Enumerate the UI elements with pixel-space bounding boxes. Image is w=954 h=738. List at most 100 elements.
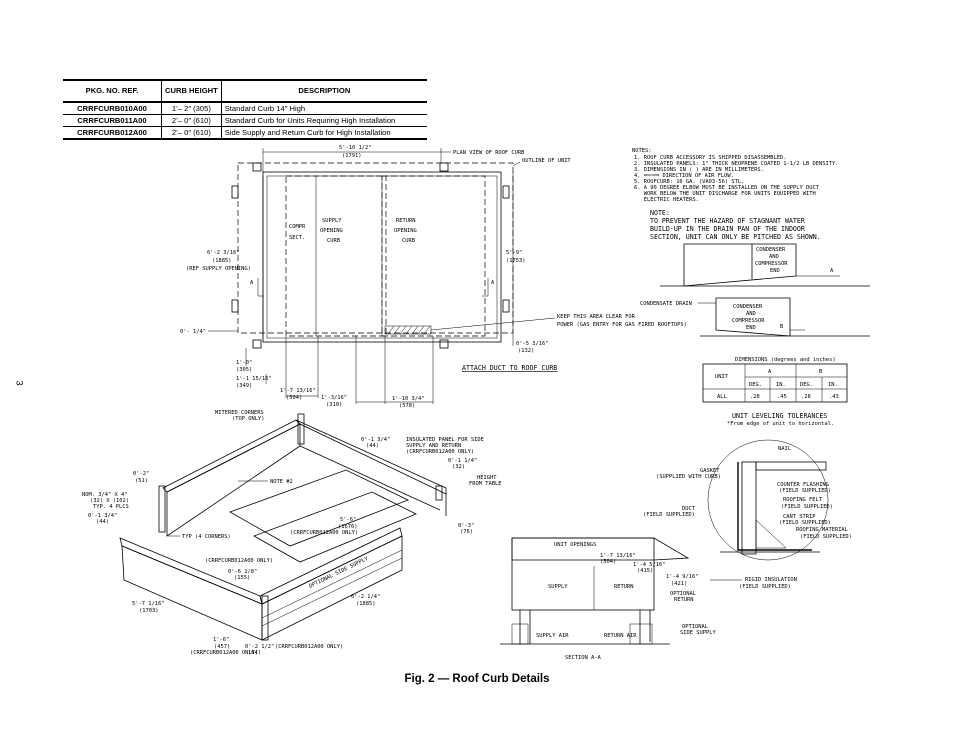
figure-caption: Fig. 2 — Roof Curb Details — [404, 673, 550, 685]
gasket-label-1: GASKET — [700, 468, 720, 474]
dim-0-1-3-4b-mm: (44) — [96, 519, 109, 525]
sec-dim-2-mm: (415) — [637, 568, 653, 574]
curb-flashing-detail: NAIL GASKET (SUPPLIED WITH CURB) COUNTER… — [643, 439, 852, 590]
cant-label-1: CANT STRIP — [783, 514, 815, 520]
felt-label-2: (FIELD SUPPLIED) — [781, 504, 833, 510]
dim-left: 6'-2 3/16" — [207, 250, 239, 256]
supply-label-1: SUPPLY — [322, 218, 342, 224]
sec-dim-3-mm: (421) — [671, 581, 687, 587]
nom-label-3: TYP. 4 PLCS — [93, 504, 129, 510]
dim-5-6-mm: (1676) — [338, 524, 357, 530]
cant-strip — [755, 519, 787, 549]
note-4: 4. ⟸⟹ DIRECTION OF AIR FLOW. — [634, 173, 734, 179]
roofing-label-2: (FIELD SUPPLIED) — [800, 534, 852, 540]
corner-post — [231, 299, 239, 313]
mitered-label-1: MITERED CORNERS — [215, 410, 264, 416]
crrf-only-3: (CRRFCURB012A00 ONLY) — [190, 650, 258, 656]
isometric-curb: MITERED CORNERS (TOP ONLY) 0'-1 3/4" (44… — [82, 410, 501, 656]
tol-row-a-deg: .28 — [750, 394, 760, 400]
dim-6-2-1-4-mm: (1885) — [356, 601, 375, 607]
curb-wall — [741, 461, 757, 555]
sec-supply: SUPPLY — [548, 584, 568, 590]
dim-0-5-3-16: 0'-5 3/16" — [516, 341, 548, 347]
sec-dim-2: 1'-4 5/16" — [633, 562, 665, 568]
dim-1-1-15-16-mm: (349) — [236, 383, 252, 389]
counter-label-2: (FIELD SUPPLIED) — [779, 488, 831, 494]
dim-0-6-1-8: 0'-6 1/8" — [228, 569, 257, 575]
supply-label-3: CURB — [327, 238, 340, 244]
corner-post — [439, 162, 449, 172]
insulated-label-1: INSULATED PANEL FOR SIDE — [406, 437, 484, 443]
dim-1-1-15-16: 1'-1 15/16" — [236, 376, 272, 382]
roofing-label-1: ROOFING MATERIAL — [796, 527, 848, 533]
note-5: 5. ROOFCURB: 16 GA. (VA03-56) STL. — [634, 179, 744, 185]
outline-label: OUTLINE OF UNIT — [522, 158, 571, 164]
sec-return: RETURN — [614, 584, 633, 590]
dim-1-0-mm: (305) — [236, 367, 252, 373]
tol-col-a: A — [768, 369, 772, 375]
corner-post — [439, 339, 449, 349]
tol-caption: UNIT LEVELING TOLERANCES — [732, 412, 827, 420]
dim-0-1-4: 0'- 1/4" — [180, 329, 206, 335]
optional-side-supply: OPTIONAL SIDE SUPPLY — [308, 556, 370, 590]
height-label-1: HEIGHT — [477, 475, 497, 481]
dim-0-2-1-2-mm: (64) — [248, 650, 261, 656]
note2-title: NOTE: — [650, 209, 670, 217]
opt-return-2: RETURN — [674, 597, 693, 603]
note-6: 6. A 90 DEGREE ELBOW MUST BE INSTALLED O… — [634, 185, 820, 191]
dim-0-3: 0'-3" — [458, 523, 474, 529]
plan-view-label: PLAN VIEW OF ROOF CURB — [453, 150, 524, 156]
cond2-label-3: COMPRESSOR — [732, 318, 765, 324]
note-1: 1. ROOF CURB ACCESSORY IS SHIPPED DISASS… — [634, 155, 787, 161]
corner-post — [502, 299, 510, 313]
height-label-2: FROM TABLE — [469, 481, 501, 487]
dim-6-2-1-4: 6'-2 1/4" — [351, 594, 380, 600]
col-header-height: CURB HEIGHT — [161, 79, 222, 103]
cond-label-4: END — [770, 268, 780, 274]
dim-5-7-1-16-mm: (1703) — [139, 608, 158, 614]
dim-0-1-1-4: 0'-1 1/4" — [448, 458, 477, 464]
dim-top-mm: (1791) — [342, 153, 361, 159]
counter-label-1: COUNTER FLASHING — [777, 482, 829, 488]
felt-label-1: ROOFING FELT — [783, 497, 823, 503]
dim-1-0: 1'-0" — [236, 360, 252, 366]
mitered-label-2: (TOP ONLY) — [232, 416, 264, 422]
tol-row-b-in: .43 — [829, 394, 839, 400]
note-2-ref: NOTE #2 — [270, 479, 293, 485]
corner-post — [435, 485, 443, 501]
corner-post — [502, 185, 510, 199]
insulated-label-3: (CRRFCURB012A00 ONLY) — [406, 449, 474, 455]
nom-label-2: (32) X (102) — [90, 498, 129, 504]
note2-line-3: SECTION, UNIT CAN ONLY BE PITCHED AS SHO… — [650, 233, 821, 241]
dim-0-1-3-4b: 0'-1 3/4" — [88, 513, 117, 519]
sec-dim-1: 1'-7 13/16" — [600, 553, 636, 559]
right-rail — [295, 419, 447, 495]
sec-dim-3: 1'-4 9/16" — [666, 574, 698, 580]
tol-row-unit: ALL — [717, 394, 727, 400]
dim-0-2: 0'-2" — [133, 471, 149, 477]
table-row: CRRFCURB012A00 2’– 0″ (610) Side Supply … — [63, 126, 427, 140]
unit-outline — [237, 162, 514, 334]
tolerance-table: DIMENSIONS (degrees and inches) UNIT A B… — [702, 357, 848, 427]
dim-right-mm: (1753) — [506, 258, 525, 264]
return-label-3: CURB — [402, 238, 415, 244]
dim-0-1-3-4: 0'-1 3/4" — [361, 437, 390, 443]
dim-0-5-3-16-mm: (132) — [518, 348, 534, 354]
tol-sub: *From edge of unit to horizontal. — [727, 421, 834, 427]
crrf-only-1: (CRRFCURB012A00 ONLY) — [290, 530, 358, 536]
side-supply-panel — [261, 535, 403, 641]
return-label-1: RETURN — [396, 218, 415, 224]
note-3: 3. DIMENSIONS IN ( ) ARE IN MILLIMETERS. — [634, 167, 764, 173]
rigid-label-2: (FIELD SUPPLIED) — [739, 584, 791, 590]
sec-supply-air: SUPPLY AIR — [536, 633, 569, 639]
insulated-label-2: SUPPLY AND RETURN — [406, 443, 461, 449]
corner-post — [252, 339, 262, 349]
corner-post — [231, 185, 239, 199]
typ-corners-label: TYP (4 CORNERS) — [182, 534, 231, 540]
corner-post — [297, 413, 305, 445]
corner-post — [261, 595, 269, 641]
dim-1-6: 1'-6" — [213, 637, 229, 643]
unit-openings-label: UNIT OPENINGS — [554, 542, 596, 548]
